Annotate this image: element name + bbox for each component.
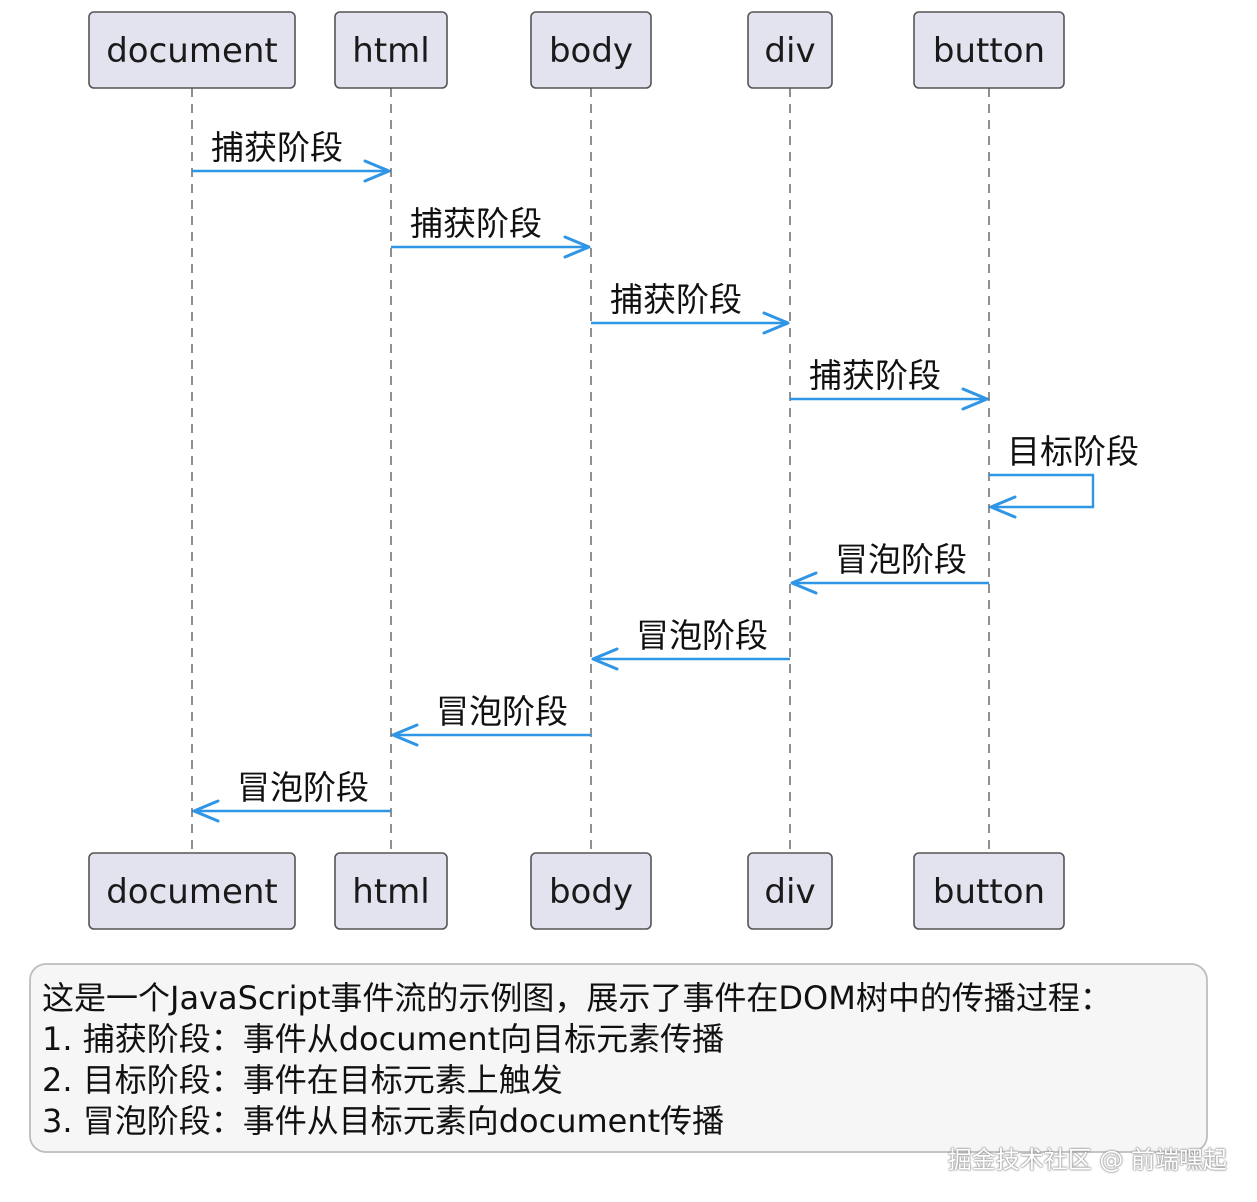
actor-box: [88, 852, 296, 930]
actor-div-top: div: [747, 11, 833, 89]
arrow-head: [363, 159, 391, 183]
note: 这是一个JavaScript事件流的示例图，展示了事件在DOM树中的传播过程： …: [29, 963, 1208, 1153]
actor-box: [530, 11, 652, 89]
arrow-head: [790, 571, 818, 595]
actor-box: [530, 852, 652, 930]
actor-body-top: body: [530, 11, 652, 89]
actor-box: [747, 11, 833, 89]
message-3: 捕获阶段: [591, 280, 790, 335]
actor-body-bottom: body: [530, 852, 652, 930]
actor-div-bottom: div: [747, 852, 833, 930]
actors-top: document html body div button: [88, 11, 1065, 89]
watermark: 掘金技术社区 @ 前端嘿起: [947, 1146, 1227, 1174]
actor-box: [913, 852, 1065, 930]
actor-html-bottom: html: [334, 852, 448, 930]
actor-button-bottom: button: [913, 852, 1065, 930]
actor-label: div: [764, 872, 815, 912]
actor-label: html: [352, 872, 429, 912]
note-line-1: 这是一个JavaScript事件流的示例图，展示了事件在DOM树中的传播过程：: [42, 979, 1112, 1017]
message-line: [989, 473, 1095, 509]
actor-button-top: button: [913, 11, 1065, 89]
message-label: 捕获阶段: [410, 204, 542, 243]
arrow-head: [591, 647, 619, 671]
message-label: 捕获阶段: [809, 356, 941, 395]
actor-label: body: [549, 31, 633, 71]
message-label: 捕获阶段: [610, 280, 742, 319]
actor-label: document: [106, 31, 278, 71]
message-1: 捕获阶段: [192, 128, 391, 183]
actor-label: body: [549, 872, 633, 912]
message-7: 冒泡阶段: [591, 616, 790, 671]
message-label: 冒泡阶段: [835, 540, 967, 579]
message-8: 冒泡阶段: [391, 692, 591, 747]
message-label: 捕获阶段: [211, 128, 343, 167]
message-5: 目标阶段: [989, 432, 1139, 519]
message-6: 冒泡阶段: [790, 540, 989, 595]
arrow-head: [391, 723, 419, 747]
actor-label: button: [933, 31, 1045, 71]
message-label: 目标阶段: [1007, 432, 1139, 471]
note-line-4: 3. 冒泡阶段：事件从目标元素向document传播: [42, 1102, 724, 1140]
arrow-head: [762, 311, 790, 335]
note-line-3: 2. 目标阶段：事件在目标元素上触发: [42, 1061, 563, 1099]
actor-box: [88, 11, 296, 89]
actor-box: [913, 11, 1065, 89]
message-label: 冒泡阶段: [436, 692, 568, 731]
lifelines: [191, 88, 990, 853]
message-4: 捕获阶段: [790, 356, 989, 411]
actor-html-top: html: [334, 11, 448, 89]
actors-bottom: document html body div button: [88, 852, 1065, 930]
actor-box: [334, 11, 448, 89]
actor-label: html: [352, 31, 429, 71]
arrow-head: [192, 799, 220, 823]
message-label: 冒泡阶段: [237, 768, 369, 807]
actor-box: [747, 852, 833, 930]
arrow-head: [989, 495, 1017, 519]
message-9: 冒泡阶段: [192, 768, 391, 823]
arrow-head: [961, 387, 989, 411]
actor-box: [334, 852, 448, 930]
note-line-2: 1. 捕获阶段：事件从document向目标元素传播: [42, 1020, 724, 1058]
note-box: [29, 963, 1208, 1153]
message-2: 捕获阶段: [391, 204, 591, 259]
actor-document-bottom: document: [88, 852, 296, 930]
message-label: 冒泡阶段: [636, 616, 768, 655]
arrow-head: [563, 235, 591, 259]
actor-label: document: [106, 872, 278, 912]
actor-label: div: [764, 31, 815, 71]
actor-document-top: document: [88, 11, 296, 89]
actor-label: button: [933, 872, 1045, 912]
